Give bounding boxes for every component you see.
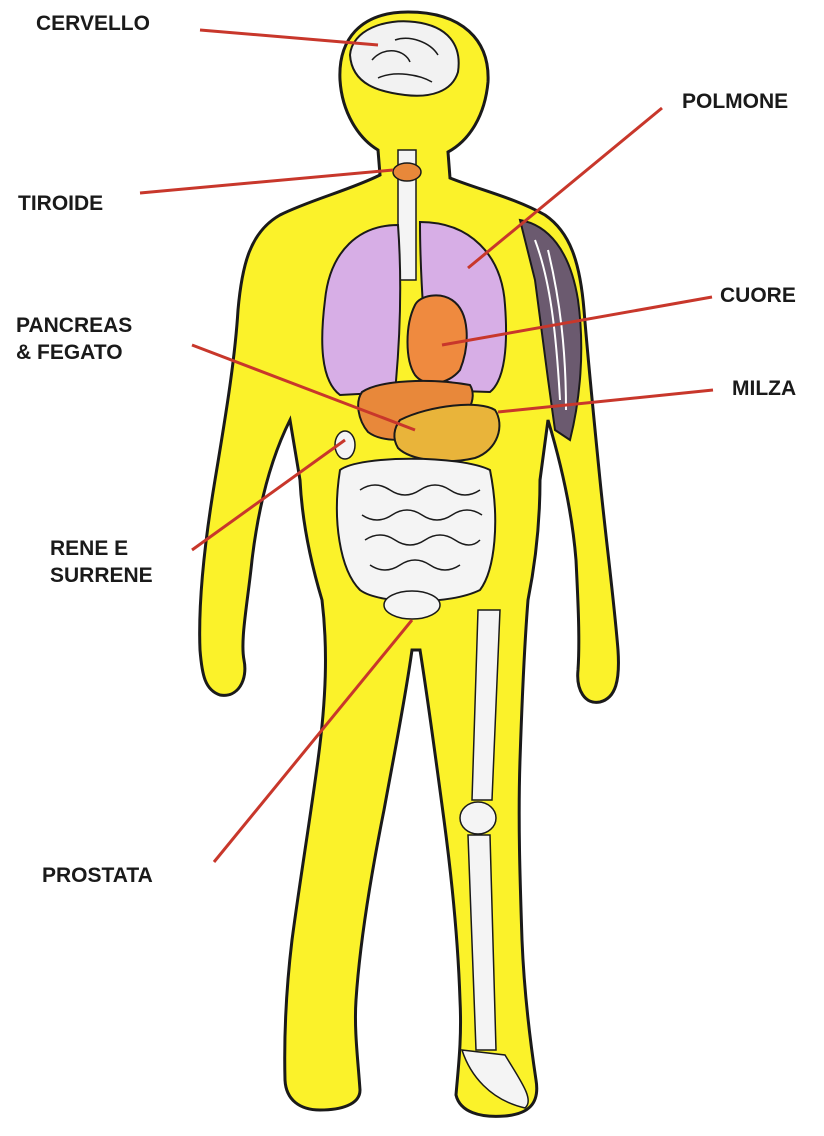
thyroid-organ <box>393 163 421 181</box>
label-lung: POLMONE <box>682 88 788 115</box>
bladder-organ <box>384 591 440 619</box>
label-thyroid: TIROIDE <box>18 190 103 217</box>
heart-organ <box>408 295 467 383</box>
label-pancreas: PANCREAS & FEGATO <box>16 312 132 366</box>
intestines <box>337 459 495 602</box>
label-brain: CERVELLO <box>36 10 150 37</box>
label-spleen: MILZA <box>732 375 796 402</box>
label-prostate: PROSTATA <box>42 862 153 889</box>
label-kidney: RENE E SURRENE <box>50 535 153 589</box>
knee-bone <box>460 802 496 834</box>
label-heart: CUORE <box>720 282 796 309</box>
brain-organ <box>350 21 459 95</box>
